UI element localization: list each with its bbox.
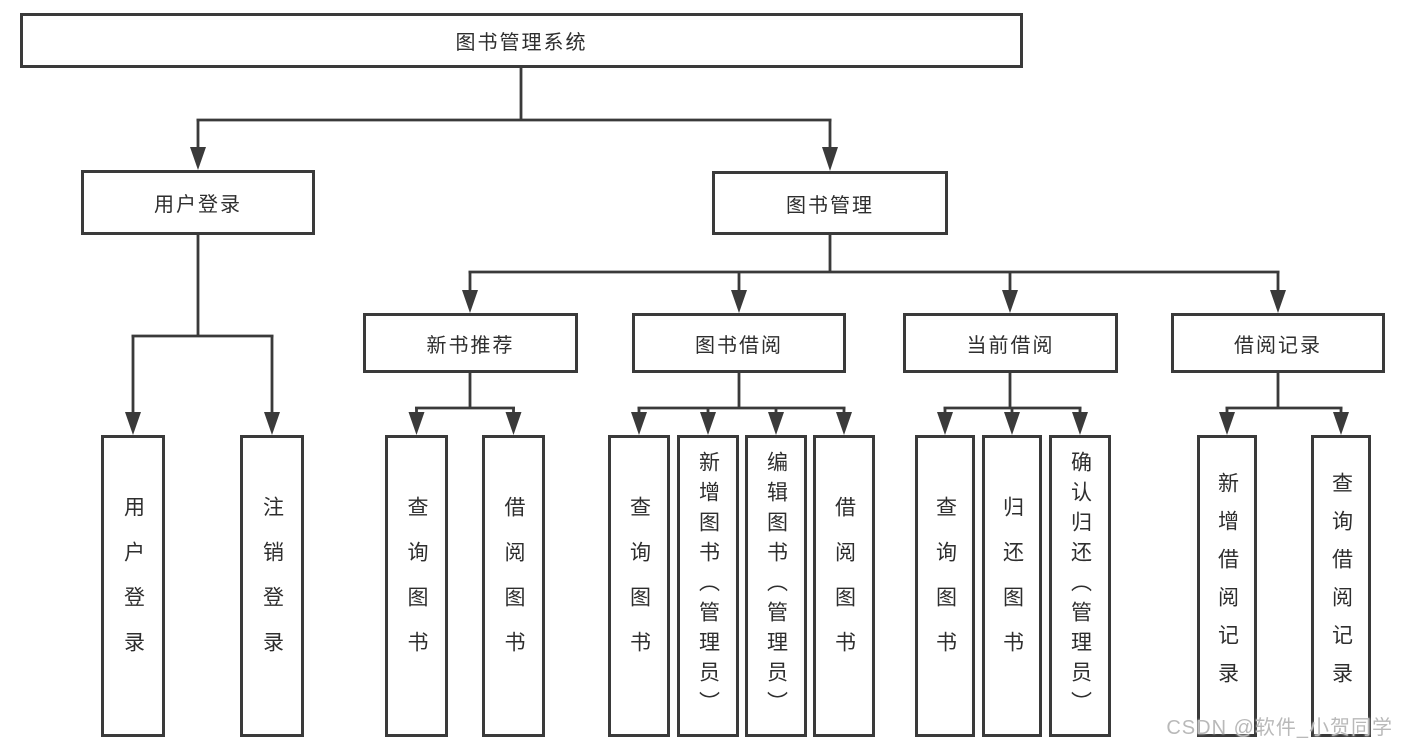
leaf-borrow-query-books: 查询图书 — [608, 435, 670, 737]
leaf-user-login: 用户登录 — [101, 435, 165, 737]
node-current-borrow: 当前借阅 — [903, 313, 1118, 373]
leaf-label: 归还图书 — [1000, 496, 1024, 676]
node-borrow-records: 借阅记录 — [1171, 313, 1385, 373]
leaf-label: 编辑图书（管理员） — [764, 451, 788, 721]
node-user-login: 用户登录 — [81, 170, 315, 235]
leaf-current-return-books: 归还图书 — [982, 435, 1042, 737]
leaf-recommend-query-books: 查询图书 — [385, 435, 448, 737]
node-library-system: 图书管理系统 — [20, 13, 1023, 68]
leaf-label: 查询图书 — [627, 496, 651, 676]
leaf-label: 查询图书 — [405, 496, 428, 676]
leaf-records-query-record: 查询借阅记录 — [1311, 435, 1371, 737]
leaf-label: 注销登录 — [260, 496, 284, 676]
leaf-current-confirm-return-admin: 确认归还（管理员） — [1049, 435, 1111, 737]
leaf-label: 新增图书（管理员） — [696, 451, 720, 721]
leaf-label: 借阅图书 — [832, 496, 856, 676]
leaf-borrow-borrow-books: 借阅图书 — [813, 435, 875, 737]
arrowheads — [125, 147, 1349, 435]
leaf-records-add-record: 新增借阅记录 — [1197, 435, 1257, 737]
leaf-logout: 注销登录 — [240, 435, 304, 737]
leaf-label: 新增借阅记录 — [1215, 472, 1239, 700]
leaf-recommend-borrow-books: 借阅图书 — [482, 435, 545, 737]
leaf-label: 用户登录 — [121, 496, 145, 676]
node-new-book-recommend: 新书推荐 — [363, 313, 578, 373]
leaf-label: 查询图书 — [933, 496, 957, 676]
leaf-label: 查询借阅记录 — [1329, 472, 1353, 700]
node-book-management: 图书管理 — [712, 171, 948, 235]
leaf-current-query-books: 查询图书 — [915, 435, 975, 737]
leaf-borrow-add-books-admin: 新增图书（管理员） — [677, 435, 739, 737]
leaf-borrow-edit-books-admin: 编辑图书（管理员） — [745, 435, 807, 737]
leaf-label: 确认归还（管理员） — [1068, 451, 1092, 721]
leaf-label: 借阅图书 — [502, 496, 525, 676]
watermark: CSDN @软件_小贺同学 — [1166, 717, 1393, 739]
node-book-borrow: 图书借阅 — [632, 313, 846, 373]
